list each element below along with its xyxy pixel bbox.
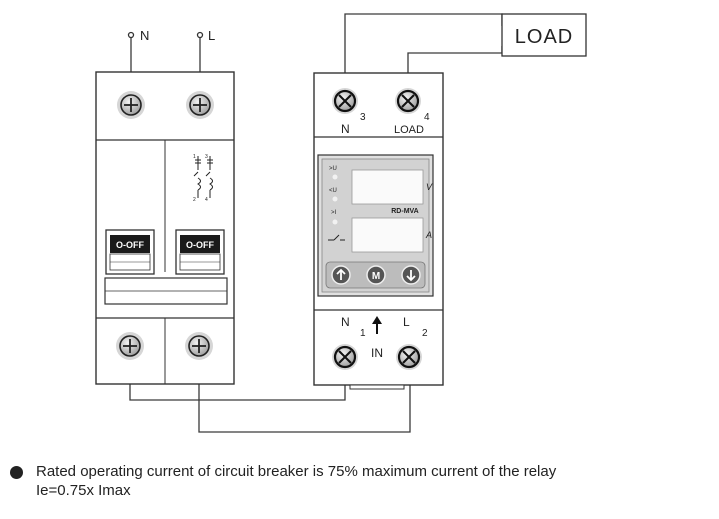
svg-text:4: 4 (205, 197, 208, 203)
svg-text:1: 1 (193, 154, 196, 160)
relay-top-right-screw (395, 88, 421, 114)
supply-live-terminal (196, 31, 204, 39)
arrow-up-icon (336, 268, 346, 280)
breaker-right-switch-label: O-OFF (186, 240, 214, 250)
over-voltage-led (332, 174, 338, 180)
supply-neutral-terminal (127, 31, 135, 39)
supply-neutral-label: N (140, 28, 149, 43)
svg-text:2: 2 (193, 197, 196, 203)
down-button[interactable] (401, 265, 421, 285)
mode-button-label: M (372, 271, 380, 282)
input-arrow-icon (372, 316, 382, 334)
relay-top-left-label: N (341, 122, 350, 136)
circuit-breaker: 1 3 2 4 O-OFF O-OFF (95, 71, 235, 385)
rating-note-line1: Rated operating current of circuit break… (36, 463, 557, 480)
breaker-top-right-screw (186, 91, 214, 119)
svg-text:3: 3 (205, 154, 208, 160)
relay-bottom-right-number: 2 (422, 328, 428, 339)
breaker-top-left-screw (117, 91, 145, 119)
relay-bottom-right-label: L (403, 315, 410, 329)
arrow-down-icon (406, 270, 416, 282)
under-voltage-led (332, 196, 338, 202)
breaker-left-switch-label: O-OFF (116, 240, 144, 250)
breaker-schematic-symbol-icon: 1 3 2 4 (193, 154, 213, 203)
current-unit: A (425, 230, 432, 240)
over-voltage-label: >U (329, 166, 337, 172)
relay-top-right-label: LOAD (394, 124, 424, 136)
load-box: LOAD (501, 13, 587, 57)
current-display (351, 217, 424, 253)
breaker-bottom-left-screw (116, 332, 144, 360)
load-box-label: LOAD (515, 26, 573, 48)
voltage-display (351, 169, 424, 205)
voltage-unit: V (426, 182, 433, 192)
mode-button[interactable]: M (366, 265, 386, 285)
relay-device: N 3 LOAD 4 V A RD-MVA >U <U >I (313, 72, 444, 390)
relay-bottom-right-screw (396, 344, 422, 370)
wire-breaker-l-to-relay-l (198, 358, 411, 433)
breaker-bottom-right-screw (185, 332, 213, 360)
relay-top-left-number: 3 (360, 112, 366, 123)
over-current-led (332, 219, 338, 225)
relay-top-right-number: 4 (424, 112, 430, 123)
under-voltage-label: <U (329, 188, 337, 194)
bullet-icon (10, 466, 23, 479)
breaker-right-switch[interactable]: O-OFF (175, 229, 225, 275)
relay-contact-icon (328, 234, 345, 241)
relay-bottom-left-screw (332, 344, 358, 370)
rating-note-formula: Ie=0.75x Imax (36, 482, 131, 499)
relay-bottom-left-label: N (341, 315, 350, 329)
relay-input-label: IN (371, 346, 383, 360)
relay-bottom-left-number: 1 (360, 328, 366, 339)
relay-top-left-screw (332, 88, 358, 114)
supply-live-label: L (208, 28, 215, 43)
breaker-left-switch[interactable]: O-OFF (105, 229, 155, 275)
model-label: RD-MVA (391, 208, 418, 215)
over-current-label: >I (331, 210, 337, 216)
up-button[interactable] (331, 265, 351, 285)
